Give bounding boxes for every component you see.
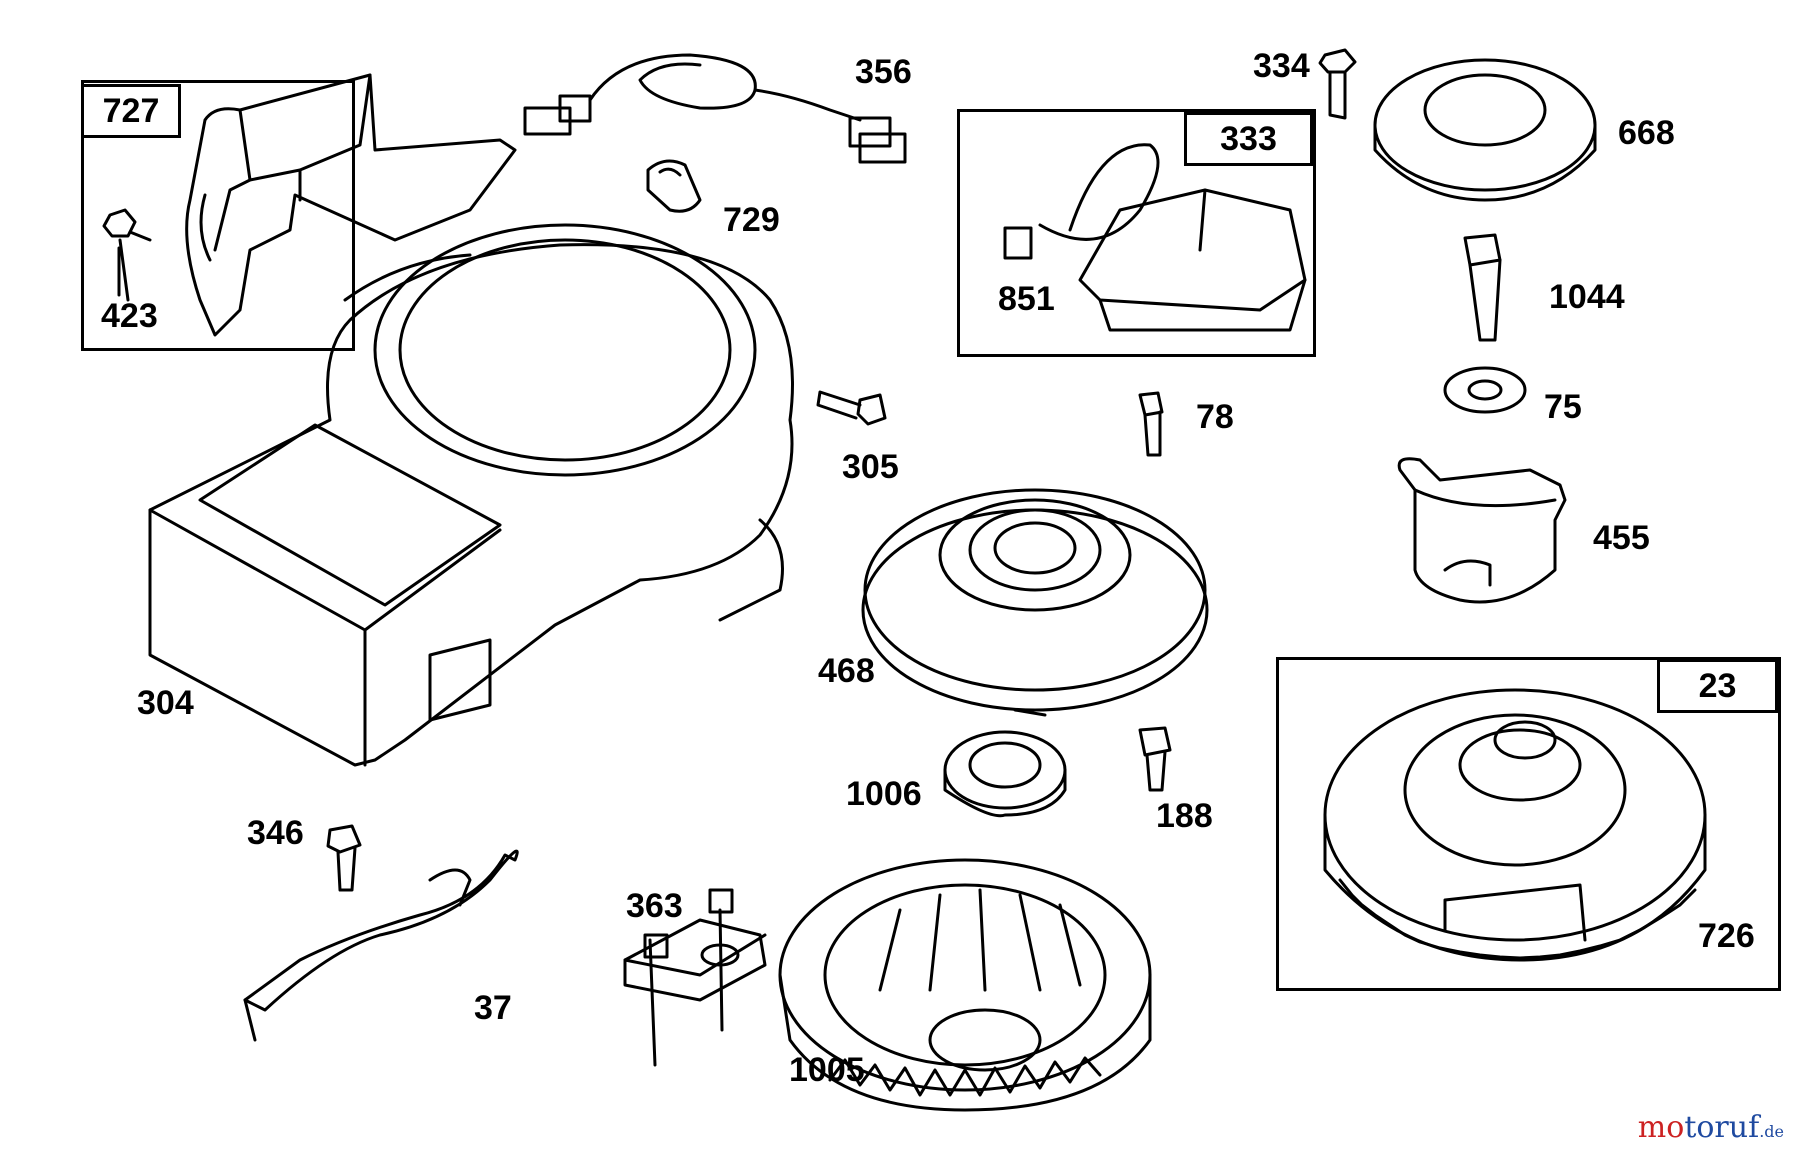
part-label-455: 455: [1593, 519, 1650, 557]
group-frame-333: [957, 109, 1316, 357]
part-label-304: 304: [137, 684, 194, 722]
part-label-423: 423: [101, 297, 158, 335]
part-label-75: 75: [1544, 388, 1582, 426]
part-1044-screw: [1463, 233, 1502, 342]
part-726-flywheel: [1323, 688, 1707, 962]
part-label-729: 729: [723, 201, 780, 239]
group-label-727: 727: [81, 84, 181, 138]
part-468-screen: [861, 488, 1209, 712]
group-frame-23: [1276, 657, 1781, 991]
part-305-screw: [816, 390, 887, 426]
group-label-23: 23: [1657, 659, 1778, 713]
part-455-cup: [1397, 457, 1567, 604]
part-label-726: 726: [1698, 917, 1755, 955]
part-333-ignition-armature: [1003, 143, 1307, 332]
part-304-blower-housing: [148, 223, 794, 767]
part-label-1006: 1006: [846, 775, 922, 813]
part-75-washer: [1443, 366, 1527, 414]
part-334-screw: [1318, 48, 1357, 120]
part-346-screw: [326, 824, 362, 892]
part-1006-ring: [943, 708, 1067, 818]
part-37-baffle: [243, 849, 519, 1042]
part-727-air-guide: [185, 73, 517, 337]
part-label-468: 468: [818, 652, 875, 690]
group-label-333: 333: [1184, 112, 1313, 166]
part-label-334: 334: [1253, 47, 1310, 85]
part-label-1044: 1044: [1549, 278, 1625, 316]
part-label-37: 37: [474, 989, 512, 1027]
part-729-grommet: [646, 159, 702, 213]
part-363-bracket: [623, 888, 767, 1067]
group-frame-727: [81, 80, 355, 351]
part-423-screw: [102, 208, 152, 302]
part-label-363: 363: [626, 887, 683, 925]
watermark-suffix: .de: [1759, 1122, 1784, 1141]
part-label-851: 851: [998, 280, 1055, 318]
part-188-screw: [1138, 726, 1172, 792]
watermark-text: motoruf: [1637, 1110, 1760, 1145]
part-label-346: 346: [247, 814, 304, 852]
part-label-78: 78: [1196, 398, 1234, 436]
part-label-356: 356: [855, 53, 912, 91]
part-356-wire: [523, 53, 907, 164]
part-1005-fan: [778, 858, 1152, 1112]
part-label-188: 188: [1156, 797, 1213, 835]
part-label-668: 668: [1618, 114, 1675, 152]
part-78-screw: [1138, 391, 1164, 457]
part-label-305: 305: [842, 448, 899, 486]
watermark-logo: motoruf.de: [1638, 1110, 1784, 1145]
part-668-plate: [1373, 58, 1597, 202]
part-label-1005: 1005: [789, 1051, 865, 1089]
